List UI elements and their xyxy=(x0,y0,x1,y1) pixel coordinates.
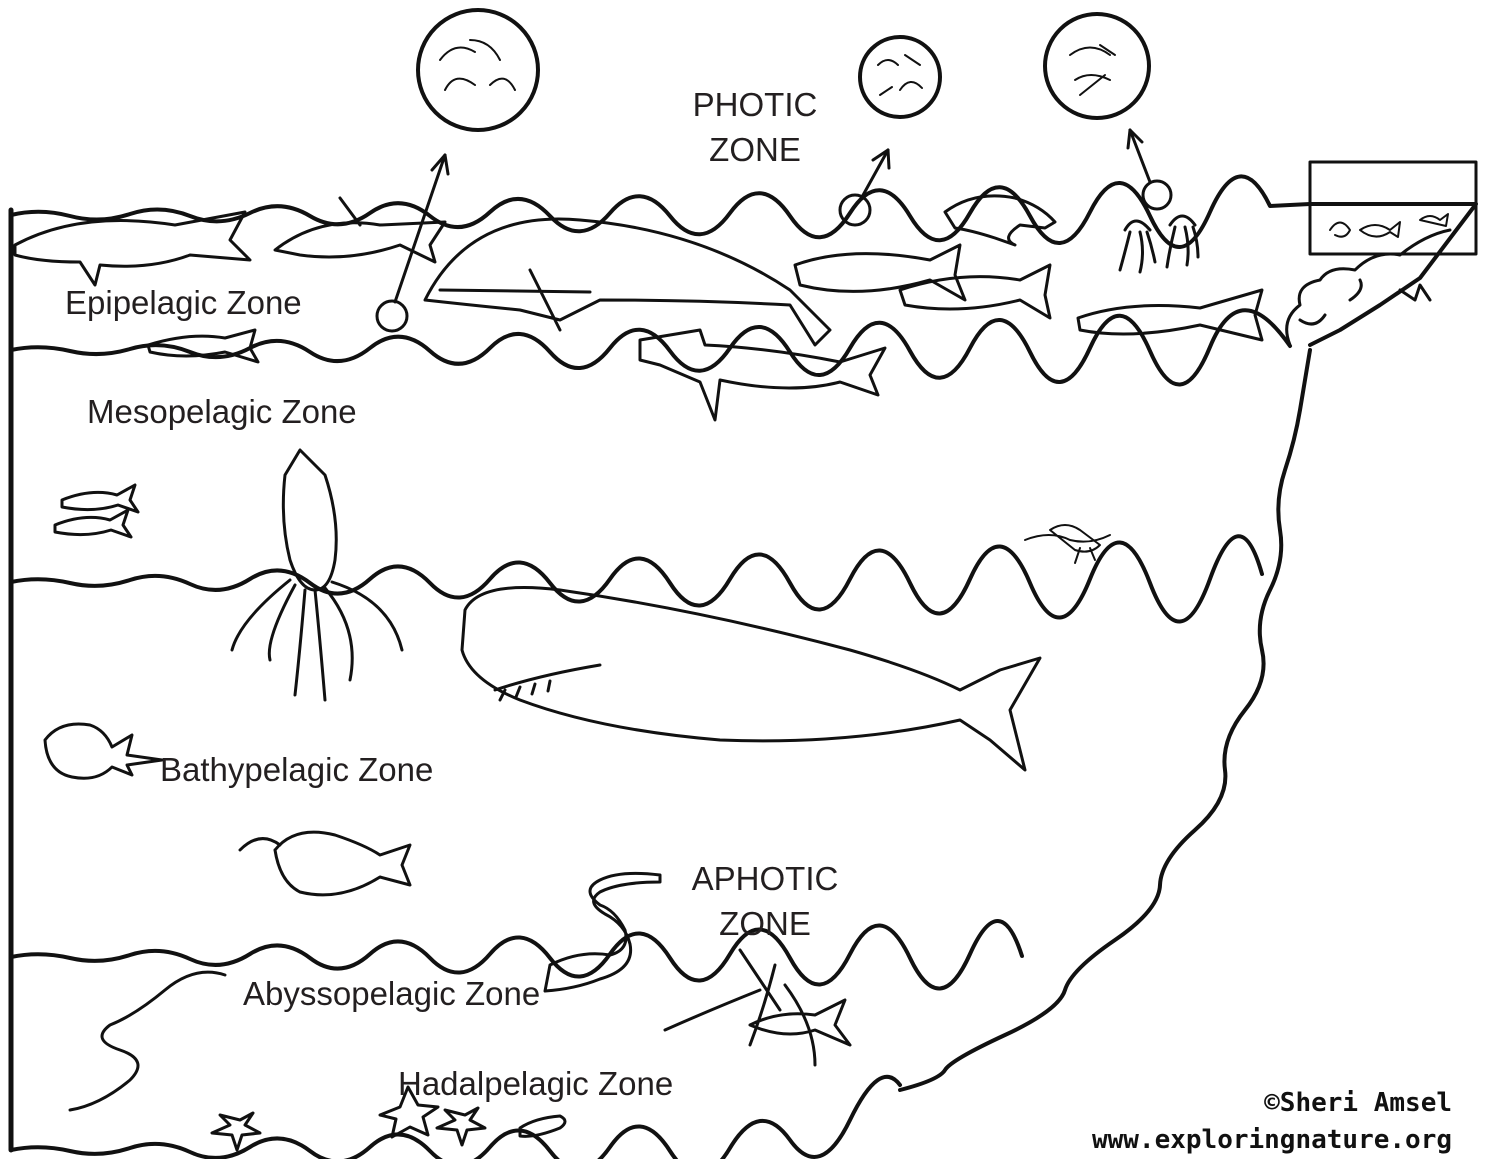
credit-website: www.exploringnature.org xyxy=(1092,1127,1452,1153)
humpback-whale-icon xyxy=(425,219,830,345)
tripod-fish-icon xyxy=(665,950,850,1065)
aphotic-zone-label: APHOTIC ZONE xyxy=(675,862,855,940)
lanternfish-icon xyxy=(55,485,138,537)
bathypelagic-label: Bathypelagic Zone xyxy=(160,753,433,786)
aphotic-line-1: APHOTIC xyxy=(675,862,855,895)
sperm-whale-icon xyxy=(462,588,1040,771)
boundary-epi-meso xyxy=(11,310,1290,384)
reef-inset-icons xyxy=(1330,214,1448,237)
credit-author: ©Sheri Amsel xyxy=(1264,1090,1452,1116)
epipelagic-label: Epipelagic Zone xyxy=(65,286,302,319)
shrimp-icon xyxy=(1025,525,1110,563)
hadalpelagic-label: Hadalpelagic Zone xyxy=(398,1067,673,1100)
mesopelagic-label: Mesopelagic Zone xyxy=(87,395,357,428)
hammerhead-shark-icon xyxy=(640,330,885,420)
anglerfish-icon xyxy=(240,832,410,895)
photic-line-1: PHOTIC xyxy=(680,88,830,121)
hatchetfish-icon xyxy=(45,724,162,778)
abyssopelagic-label: Abyssopelagic Zone xyxy=(243,977,540,1010)
photic-zone-label: PHOTIC ZONE xyxy=(680,88,830,166)
photic-line-2: ZONE xyxy=(680,133,830,166)
sea-turtle-icon xyxy=(945,196,1055,245)
aphotic-line-2: ZONE xyxy=(675,907,855,940)
deep-sea-worm-icon xyxy=(70,972,225,1110)
